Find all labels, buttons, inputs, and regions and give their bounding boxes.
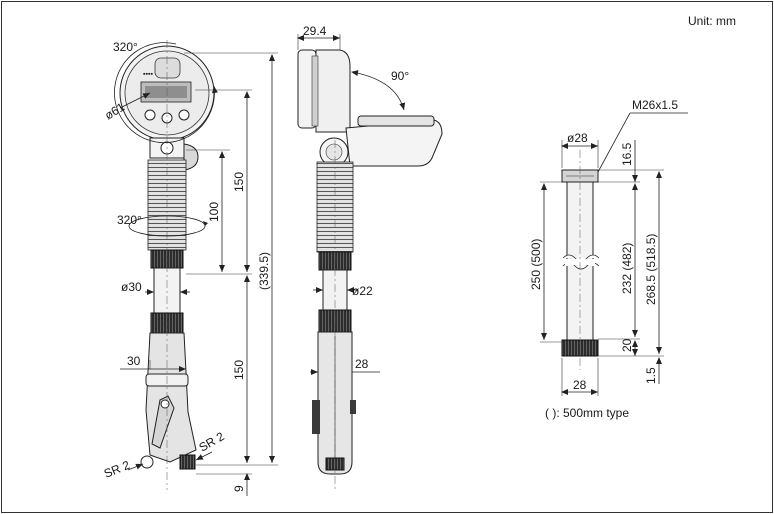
contact-point-right [179, 454, 196, 470]
sr-right-leader [195, 451, 213, 461]
dim-232: 232 (482) [620, 243, 634, 294]
front-view: ▪▪▪▪ 320° ø61 320° [102, 40, 278, 496]
side-view: 90° 29.4 ø22 28 [297, 24, 443, 490]
side-knob [183, 143, 199, 171]
sr-left-leader [127, 463, 144, 471]
dial-top-cap [154, 57, 181, 79]
dim-16-5: 16.5 [620, 142, 634, 166]
dim-total: (339.5) [257, 252, 271, 290]
tilt-arc [351, 70, 406, 111]
rod-upper [153, 267, 181, 314]
dial-rotation-arc [114, 42, 218, 144]
side-clip-left [312, 400, 320, 434]
dim-268-5: 268.5 (518.5) [644, 234, 658, 305]
dim-20: 20 [620, 338, 634, 352]
thread-leader [597, 112, 631, 173]
dim-width-30: 30 [127, 354, 141, 368]
brand-mark: ▪▪▪▪ [143, 71, 153, 78]
dial-diameter-leader [119, 92, 151, 109]
dim-150-upper: 150 [232, 172, 246, 192]
dim-250: 250 (500) [529, 239, 543, 290]
unit-label: Unit: mm [688, 14, 736, 28]
dim-side-rod-dia: ø22 [352, 284, 373, 298]
head-tilted-top [357, 115, 435, 127]
dim-side-width-28: 28 [355, 357, 369, 371]
dim-rod-dia: ø30 [121, 280, 142, 294]
head-side-lcd-edge [311, 55, 319, 127]
dial-button-right [178, 109, 190, 121]
head-tilted [345, 119, 443, 167]
lcd-digits [145, 86, 187, 98]
lever-pivot [160, 399, 170, 409]
dim-150-lower: 150 [232, 360, 246, 380]
note-500mm: ( ): 500mm type [545, 406, 629, 420]
dim-100: 100 [207, 202, 221, 222]
dim-top-width: 29.4 [303, 24, 327, 38]
side-clip-right [350, 400, 356, 414]
dim-9: 9 [232, 485, 246, 492]
sr-left-label: SR 2 [102, 458, 132, 481]
dim-rod-width-28: 28 [573, 378, 587, 392]
dial-button-left [144, 109, 156, 121]
body-rotation-arrowhead [203, 221, 208, 226]
dial-rotation-label: 320° [113, 40, 138, 54]
thread-label: M26x1.5 [632, 98, 678, 112]
head-side-body [315, 49, 351, 133]
dim-1-5: 1.5 [644, 367, 658, 384]
contact-point-left [140, 455, 154, 469]
dim-dia-28: ø28 [567, 131, 588, 145]
hinge-knob-inner [325, 143, 343, 161]
tilt-label: 90° [391, 69, 409, 83]
extension-rod-view: M26x1.5 ø28 16.5 232 (482) 20 268.5 (518… [529, 98, 688, 420]
body-rotation-label: 320° [117, 213, 142, 227]
sr-right-label: SR 2 [197, 429, 227, 455]
